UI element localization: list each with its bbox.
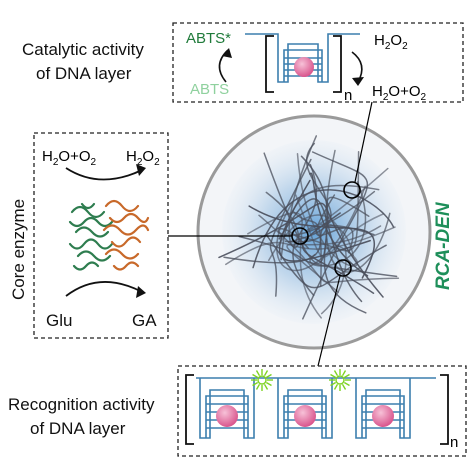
zoom-marker-catalytic <box>343 181 361 199</box>
recognition-title-line2: of DNA layer <box>30 419 126 438</box>
dna-strand <box>295 194 385 258</box>
aptamer-glow-icon <box>329 369 351 391</box>
peroxide-arrowhead <box>352 77 364 86</box>
aptamer-glow-icon <box>251 369 273 391</box>
core-top-arrow <box>65 167 143 181</box>
abts-label: ABTS <box>190 81 229 98</box>
core-enzyme-title: Core enzyme <box>9 199 28 300</box>
abts-arrowhead <box>222 48 232 58</box>
dna-strand <box>292 210 322 287</box>
dna-strand <box>280 184 380 261</box>
dna-strand <box>300 155 367 314</box>
dna-strand <box>306 167 389 257</box>
recognition-unit <box>277 378 333 439</box>
dna-strand <box>269 158 312 297</box>
core-bottom-arrowhead <box>136 286 146 298</box>
core-reactant-label: H2O+O2 <box>42 148 97 168</box>
core-product-label: H2O2 <box>126 148 160 168</box>
dna-strand <box>278 198 363 303</box>
h2o2-reactant-label: H2O2 <box>374 32 408 52</box>
recognition-unit <box>199 378 255 439</box>
dna-strand <box>309 181 367 267</box>
zoom-marker-recognition <box>334 259 352 277</box>
glucose-label: Glu <box>46 311 72 330</box>
recognition-repeat-n: n <box>450 434 458 451</box>
rca-den-label: RCA-DEN <box>433 201 454 290</box>
hemin-bead <box>372 405 394 427</box>
core-top-arrowhead <box>136 164 146 176</box>
catalytic-title-line1: Catalytic activity <box>22 40 144 59</box>
catalytic-left-bracket <box>265 35 274 93</box>
leader-line-catalytic <box>354 101 373 183</box>
rca-den-nanoparticle: RCA-DEN <box>168 101 454 367</box>
glucose-oxidase-structure <box>68 199 150 271</box>
gluconic-acid-label: GA <box>132 311 157 330</box>
recognition-dashed-box <box>177 365 467 457</box>
catalytic-repeat-n: n <box>344 87 352 104</box>
dna-strand <box>218 202 384 298</box>
abts-oxidized-label: ABTS* <box>186 30 231 47</box>
recognition-right-bracket <box>440 374 449 445</box>
dna-strand <box>325 149 391 273</box>
catalytic-dashed-box <box>172 22 464 103</box>
catalytic-title-line2: of DNA layer <box>36 64 132 83</box>
recognition-left-bracket <box>185 374 194 445</box>
catalytic-right-bracket <box>333 35 342 93</box>
catalytic-activity-section: Catalytic activity of DNA layer ABTS* AB… <box>22 22 464 104</box>
recognition-title-line1: Recognition activity <box>8 395 155 414</box>
core-enzyme-dashed-box <box>33 132 169 339</box>
leader-line-recognition <box>317 275 341 367</box>
core-enzyme-section: Core enzyme H2O+O2 H2O2 <box>9 132 169 339</box>
hemin-bead <box>294 57 314 77</box>
core-bottom-arrow <box>65 281 143 297</box>
dna-strand <box>315 194 354 254</box>
recognition-dna-units <box>196 369 436 439</box>
recognition-activity-section: Recognition activity of DNA layer n <box>8 365 467 457</box>
h2o-o2-product-label: H2O+O2 <box>372 83 427 103</box>
dna-strand <box>301 212 375 294</box>
dna-strand <box>265 233 387 289</box>
hemin-bead <box>216 405 238 427</box>
dna-strand <box>309 172 369 277</box>
dna-strand <box>265 135 318 249</box>
dna-strand <box>292 163 317 297</box>
hemin-bead <box>294 405 316 427</box>
